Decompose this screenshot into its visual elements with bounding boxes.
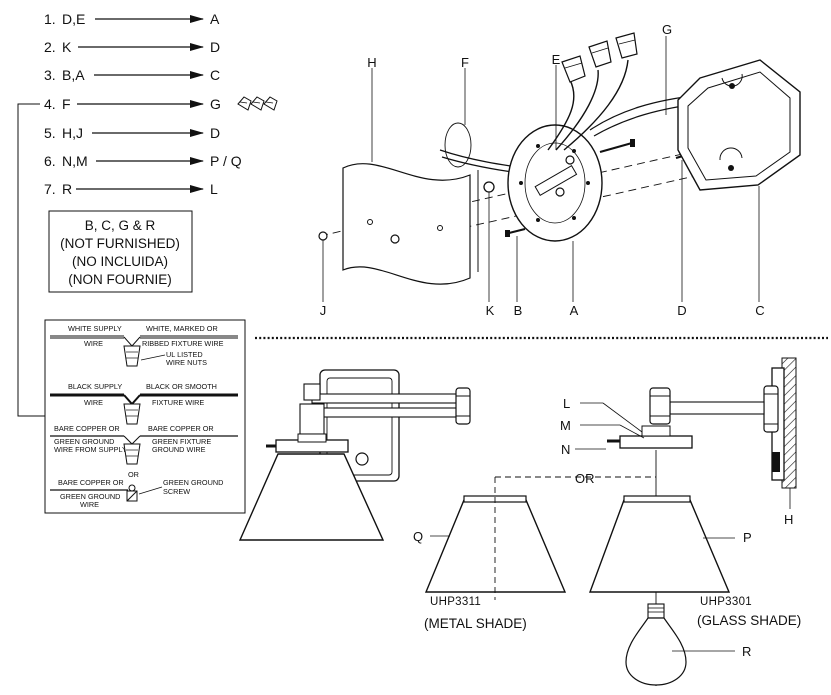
step-number: 5. — [44, 125, 56, 141]
wall-plate — [342, 163, 471, 285]
fixture-wire-label: FIXTURE WIRE — [152, 398, 204, 407]
ground-wire-label: GROUND WIRE — [152, 445, 206, 454]
step-target: D — [210, 125, 220, 141]
nut-k — [483, 181, 495, 193]
wire-nut-icon — [123, 443, 141, 465]
wire-nuts-label: WIRE NUTS — [166, 358, 207, 367]
step-target: C — [210, 67, 220, 83]
step-target: P / Q — [210, 153, 242, 169]
bare-copper-label-3: BARE COPPER OR — [58, 478, 124, 487]
callout-j: J — [320, 303, 327, 318]
wire-from-supply-label: WIRE FROM SUPPLY — [54, 445, 127, 454]
black-wire-label: WIRE — [84, 398, 103, 407]
callout-e: E — [552, 52, 561, 67]
callout-r: R — [742, 644, 751, 659]
step-target: L — [210, 181, 218, 197]
black-supply-label: BLACK SUPPLY — [68, 382, 122, 391]
step-target: G — [210, 96, 221, 112]
not-furnished-en: (NOT FURNISHED) — [60, 236, 180, 251]
not-furnished-fr: (NON FOURNIE) — [68, 272, 172, 287]
callout-p: P — [743, 530, 752, 545]
black-smooth-label: BLACK OR SMOOTH — [146, 382, 217, 391]
callout-q: Q — [413, 529, 423, 544]
callout-c: C — [755, 303, 764, 318]
metal-shade-code: UHP3311 — [430, 596, 481, 608]
wiring-detail-box: WHITE SUPPLY WHITE, MARKED OR WIRE RIBBE… — [44, 319, 246, 514]
ul-listed-label: UL LISTED — [166, 350, 203, 359]
callout-l: L — [563, 396, 570, 411]
glass-shade-name: (GLASS SHADE) — [697, 613, 801, 628]
white-supply-label: WHITE SUPPLY — [68, 324, 122, 333]
callout-d: D — [677, 303, 686, 318]
screw-label: SCREW — [163, 487, 190, 496]
wire-label-c: WIRE — [80, 500, 99, 509]
glass-shade-code: UHP3301 — [700, 596, 752, 608]
step-target: A — [210, 11, 220, 27]
not-furnished-box: B, C, G & R (NOT FURNISHED) (NO INCLUIDA… — [48, 210, 193, 293]
fixture-front-view — [238, 369, 471, 541]
ribbed-wire-label: RIBBED FIXTURE WIRE — [142, 339, 224, 348]
wire-nut-icon — [123, 345, 141, 367]
white-marked-label: WHITE, MARKED OR — [146, 324, 218, 333]
callout-m: M — [560, 418, 571, 433]
not-furnished-es: (NO INCLUIDA) — [72, 254, 168, 269]
step-list: 1. D,E A 2. K D 3. B,A C 4. F G — [44, 11, 278, 197]
nut-j — [318, 231, 328, 241]
step-parts: F — [62, 96, 71, 112]
step-target: D — [210, 39, 220, 55]
light-bulb-icon — [625, 603, 687, 686]
step-6: 6. N,M P / Q — [44, 153, 242, 169]
white-wire-label: WIRE — [84, 339, 103, 348]
callout-h-lower: H — [784, 512, 793, 527]
exploded-view: H F E G J K B A D C — [318, 22, 801, 318]
outlet-box — [677, 59, 801, 191]
or-label: OR — [128, 470, 139, 479]
step-number: 4. — [44, 96, 56, 112]
bare-copper-label: BARE COPPER OR — [54, 424, 120, 433]
step-number: 1. — [44, 11, 56, 27]
step-7: 7. R L — [44, 181, 218, 197]
step-parts: B,A — [62, 67, 85, 83]
step-3: 3. B,A C — [44, 67, 220, 83]
bare-copper-label-2: BARE COPPER OR — [148, 424, 214, 433]
green-fixture-label: GREEN FIXTURE — [152, 437, 211, 446]
callout-g: G — [662, 22, 672, 37]
wire-nut-icon — [123, 403, 141, 425]
step-parts: H,J — [62, 125, 83, 141]
step-4: 4. F G — [44, 96, 278, 112]
step-parts: D,E — [62, 11, 85, 27]
wire-loop — [444, 122, 472, 168]
step-5: 5. H,J D — [44, 125, 220, 141]
callout-k: K — [486, 303, 495, 318]
step-parts: K — [62, 39, 72, 55]
step-2: 2. K D — [44, 39, 220, 55]
callout-b: B — [514, 303, 523, 318]
step-number: 2. — [44, 39, 56, 55]
fixture-side-view: L M N OR Q P H R UHP3311 (METAL SHADE) U… — [413, 357, 801, 690]
screw-b — [505, 228, 526, 237]
step-parts: N,M — [62, 153, 88, 169]
callout-n: N — [561, 442, 570, 457]
step-number: 6. — [44, 153, 56, 169]
wire-nut-icon — [561, 32, 638, 83]
wire-nut-icon — [237, 96, 278, 111]
step-number: 3. — [44, 67, 56, 83]
callout-or: OR — [575, 471, 595, 486]
ground-screw-icon — [126, 484, 138, 502]
green-ground-label: GREEN GROUND — [54, 437, 114, 446]
step-number: 7. — [44, 181, 56, 197]
green-ground-wire-label: GREEN GROUND — [60, 492, 120, 501]
not-furnished-parts: B, C, G & R — [85, 218, 156, 233]
callout-a: A — [570, 303, 579, 318]
green-ground-screw-label: GREEN GROUND — [163, 478, 223, 487]
callout-h: H — [367, 55, 376, 70]
step-parts: R — [62, 181, 72, 197]
mounting-plate — [507, 124, 603, 242]
metal-shade-name: (METAL SHADE) — [424, 616, 527, 631]
callout-f: F — [461, 55, 469, 70]
step-4-bracket — [17, 103, 45, 417]
step-1: 1. D,E A — [44, 11, 220, 27]
